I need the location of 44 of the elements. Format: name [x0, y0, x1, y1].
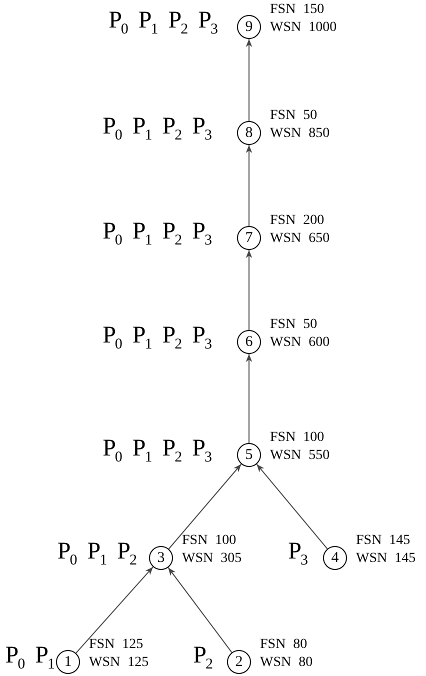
value-label: FSN 200	[270, 214, 324, 228]
value-label: FSN 100	[270, 431, 324, 445]
processor-list: P$_{0}$ P$_{1}$ P$_{2}$ P$_{3}$	[108, 8, 218, 38]
node-circle: 7	[237, 226, 261, 250]
value-label: FSN 145	[356, 534, 410, 548]
processor-list: P$_{2}$	[193, 644, 213, 672]
arrow	[168, 567, 232, 653]
value-label: WSN 80	[260, 656, 313, 670]
arrow	[246, 38, 252, 122]
arrow	[168, 464, 242, 550]
value-label: FSN 50	[270, 318, 318, 332]
value-label: FSN 150	[270, 3, 324, 17]
node-circle: 1	[56, 650, 80, 674]
value-label: FSN 80	[260, 638, 308, 652]
value-label: WSN 650	[270, 232, 330, 246]
processor-list: P$_{3}$	[288, 540, 308, 568]
value-label: FSN 100	[182, 534, 236, 548]
value-label: FSN 50	[270, 109, 318, 123]
value-label: WSN 125	[89, 656, 149, 670]
processor-list: P$_{0}$ P$_{1}$ P$_{2}$ P$_{3}$	[102, 436, 212, 466]
processor-list: P$_{0}$ P$_{1}$ P$_{2}$ P$_{3}$	[102, 324, 212, 352]
node-circle: 3	[149, 546, 173, 570]
node-circle: 6	[237, 330, 261, 354]
arrow	[246, 250, 252, 330]
arrow	[256, 464, 328, 550]
value-label: WSN 1000	[270, 21, 337, 35]
node-circle: 4	[323, 546, 347, 570]
processor-list: P$_{0}$ P$_{1}$ P$_{2}$	[57, 540, 137, 568]
processor-list: P$_{0}$ P$_{1}$ P$_{2}$ P$_{3}$	[102, 220, 212, 248]
node-circle: 8	[237, 121, 261, 145]
arrow	[246, 144, 252, 226]
arrow	[76, 566, 154, 654]
processor-list: P$_{0}$ P$_{1}$	[5, 644, 55, 672]
value-label: WSN 550	[270, 449, 330, 463]
value-label: WSN 145	[356, 552, 416, 566]
processor-list: P$_{0}$ P$_{1}$ P$_{2}$ P$_{3}$	[102, 114, 212, 144]
arrow	[246, 354, 252, 444]
value-label: WSN 600	[270, 336, 330, 350]
value-label: WSN 850	[270, 127, 330, 141]
value-label: WSN 305	[182, 552, 242, 566]
value-label: FSN 125	[89, 638, 144, 652]
node-circle: 5	[237, 443, 261, 467]
node-circle: 9	[237, 15, 261, 39]
node-circle: 2	[227, 650, 251, 674]
